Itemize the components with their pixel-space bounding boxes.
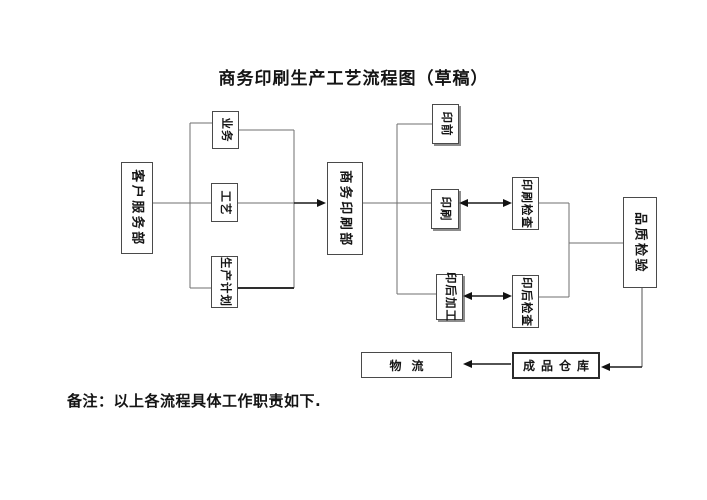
footnote: 备注：以上各流程具体工作职责如下.: [67, 392, 322, 410]
quality-inspection-box: 品质检验: [623, 197, 657, 288]
business-box: 业务: [212, 111, 239, 149]
customer-service-dept-label: 客户服务部: [129, 169, 145, 247]
prepress-label: 印前: [439, 111, 454, 137]
finished-goods-warehouse-label: 成品仓库: [522, 359, 595, 373]
arrowhead-into-warehouse: [601, 363, 610, 371]
printing-box: 印刷: [431, 189, 459, 229]
arrowhead-into-postpress-inspection: [503, 292, 512, 300]
printing-inspection-label: 印刷检查: [519, 178, 534, 229]
arrowhead-into-printing: [459, 199, 468, 207]
diagram-title: 商务印刷生产工艺流程图（草稿）: [218, 69, 489, 89]
arrowhead-into-postpress: [463, 292, 472, 300]
logistics-box: 物流: [361, 352, 452, 378]
production-plan-box: 生产计划: [211, 256, 238, 308]
printing-label: 印刷: [438, 196, 453, 222]
commercial-printing-dept-box: 商务印刷部: [327, 162, 363, 255]
customer-service-dept-box: 客户服务部: [121, 162, 153, 254]
arrowhead-into-commercial-printing: [317, 199, 326, 207]
logistics-label: 物流: [389, 358, 434, 373]
arrowhead-toward-logistics: [463, 360, 472, 368]
production-plan-label: 生产计划: [218, 257, 233, 307]
arrowhead-into-printing-inspection: [503, 199, 512, 207]
prepress-box: 印前: [432, 104, 459, 144]
quality-inspection-label: 品质检验: [632, 211, 648, 274]
commercial-printing-dept-label: 商务印刷部: [337, 169, 353, 248]
craft-label: 工艺: [218, 190, 233, 215]
craft-box: 工艺: [211, 183, 238, 222]
printing-inspection-box: 印刷检查: [512, 177, 539, 230]
postpress-processing-label: 印后加工: [443, 272, 458, 322]
postpress-inspection-box: 印后检查: [512, 275, 539, 328]
business-label: 业务: [219, 117, 234, 143]
postpress-processing-box: 印后加工: [436, 272, 463, 322]
postpress-inspection-label: 印后检查: [519, 276, 534, 327]
finished-goods-warehouse-box: 成品仓库: [512, 352, 600, 379]
